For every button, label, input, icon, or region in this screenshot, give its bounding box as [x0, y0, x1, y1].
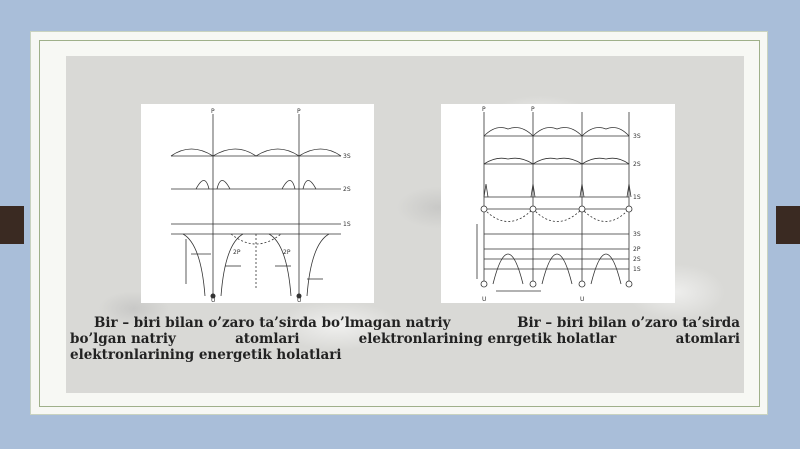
svg-text:1S: 1S — [633, 266, 641, 273]
svg-text:3S: 3S — [633, 231, 641, 238]
svg-text:U: U — [580, 296, 584, 303]
svg-text:U: U — [297, 297, 301, 303]
left-edge-tab — [0, 206, 24, 244]
energy-diagram-right: P P 3S 2S 1S 3S 2P 2S 1S U U — [476, 106, 641, 303]
svg-text:2S: 2S — [343, 186, 351, 193]
svg-text:1S: 1S — [633, 194, 641, 201]
svg-text:P: P — [211, 108, 215, 115]
svg-text:2P: 2P — [233, 249, 241, 256]
caption-line-2: bo’lgan natriy atomlari elektronlarining… — [70, 331, 740, 347]
svg-text:2S: 2S — [633, 161, 641, 168]
svg-text:1S: 1S — [343, 221, 351, 228]
svg-text:P: P — [531, 106, 535, 113]
diagram-interacting-atoms: P P 3S 2S 1S 3S 2P 2S 1S U U — [441, 104, 675, 303]
svg-text:2S: 2S — [633, 256, 641, 263]
svg-text:P: P — [482, 106, 486, 113]
slide-caption: Bir – biri bilan o’zaro ta’sirda bo’lmag… — [70, 315, 740, 363]
right-edge-tab — [776, 206, 800, 244]
svg-text:P: P — [297, 108, 301, 115]
caption-left-line-2a: bo’lgan natriy — [70, 331, 176, 347]
svg-text:3S: 3S — [633, 133, 641, 140]
caption-right-line-2: elektronlarining enrgetik holatlar — [358, 331, 617, 347]
diagram-isolated-atoms: P P 3S 2S 1S 2P 2P U U — [141, 104, 374, 303]
caption-line-3: elektronlarining energetik holatlari — [70, 347, 740, 363]
caption-line-1: Bir – biri bilan o’zaro ta’sirda bo’lmag… — [70, 315, 740, 331]
svg-text:U: U — [482, 296, 486, 303]
energy-diagram-left: P P 3S 2S 1S 2P 2P U U — [170, 108, 351, 303]
svg-text:3S: 3S — [343, 153, 351, 160]
caption-left-line-2b: atomlari — [235, 331, 300, 347]
caption-left-line-1: Bir – biri bilan o’zaro ta’sirda bo’lmag… — [94, 315, 451, 331]
caption-left-line-3: elektronlarining energetik holatlari — [70, 347, 342, 363]
caption-right-line-2b: atomlari — [675, 331, 740, 347]
slide-inner-border — [39, 40, 760, 407]
caption-right-line-1: Bir – biri bilan o’zaro ta’sirda — [517, 315, 740, 331]
svg-text:2P: 2P — [633, 246, 641, 253]
svg-text:U: U — [211, 297, 215, 303]
svg-text:2P: 2P — [283, 249, 291, 256]
